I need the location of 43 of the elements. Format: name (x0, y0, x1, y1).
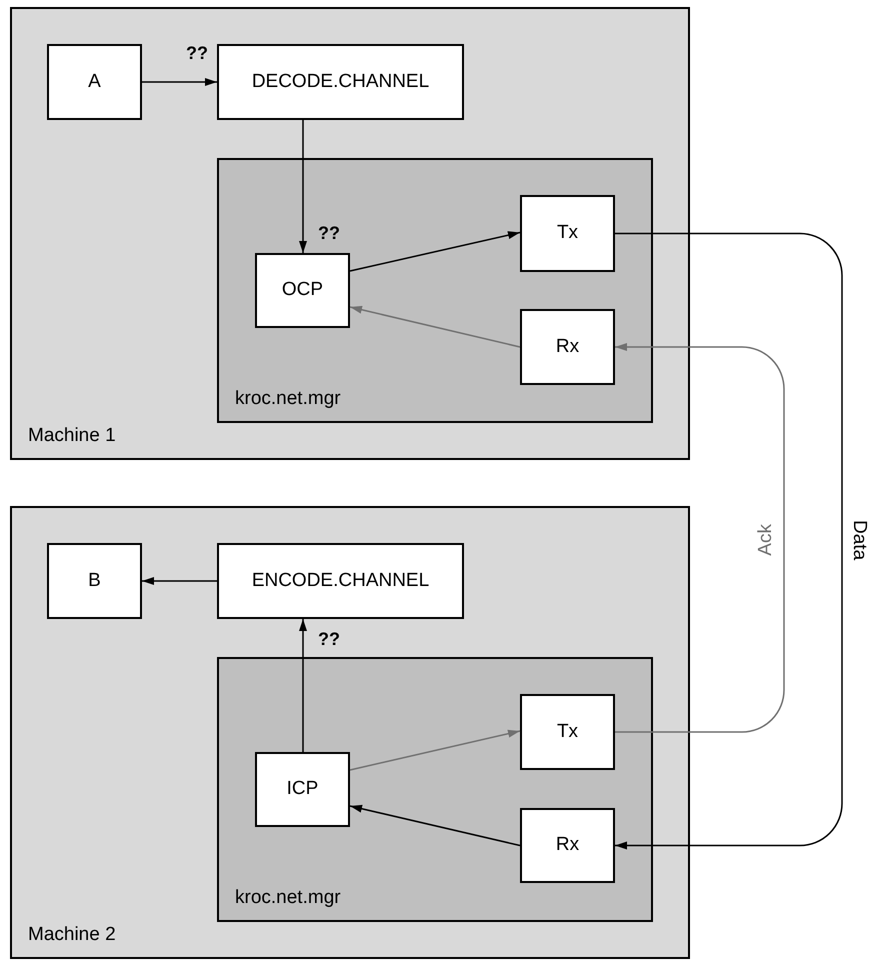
box-label: A (88, 70, 101, 94)
container-label: Machine 2 (28, 922, 116, 946)
container-label: Machine 1 (28, 424, 116, 448)
arrow (142, 78, 217, 86)
process-box (520, 309, 615, 385)
box-label: Rx (556, 334, 580, 359)
machine-container (10, 506, 690, 959)
process-box (47, 44, 142, 120)
manager-container (217, 657, 653, 922)
edge-label: ?? (318, 224, 340, 242)
arrow (350, 306, 520, 348)
process-box (520, 808, 615, 883)
link-arrow (615, 343, 785, 733)
link-arrow (615, 232, 843, 850)
box-label: Tx (556, 720, 578, 744)
edge-label: Ack (756, 524, 775, 556)
edge-label: ?? (186, 44, 208, 62)
process-box (255, 752, 350, 827)
process-box (217, 543, 464, 619)
edge-label: ?? (318, 630, 340, 648)
process-box (520, 195, 615, 272)
process-box (217, 44, 464, 120)
arrow (350, 231, 520, 272)
container-label: kroc.net.mgr (235, 886, 341, 910)
box-label: Tx (556, 221, 578, 246)
process-box (255, 253, 350, 328)
arrow (299, 619, 307, 752)
container-label: kroc.net.mgr (235, 386, 341, 410)
edge-label: Data (850, 520, 869, 560)
box-label: Rx (556, 833, 580, 858)
arrow (299, 120, 307, 253)
arrow (350, 804, 520, 846)
arrow (142, 577, 217, 585)
process-box (520, 694, 615, 770)
box-label: ENCODE.CHANNEL (252, 568, 430, 593)
box-label: B (88, 568, 101, 593)
box-label: OCP (282, 278, 324, 302)
process-box (47, 543, 142, 619)
box-label: DECODE.CHANNEL (252, 70, 430, 94)
arrow (350, 730, 520, 771)
box-label: ICP (286, 777, 318, 802)
manager-container (217, 158, 653, 423)
machine-container (10, 7, 690, 460)
